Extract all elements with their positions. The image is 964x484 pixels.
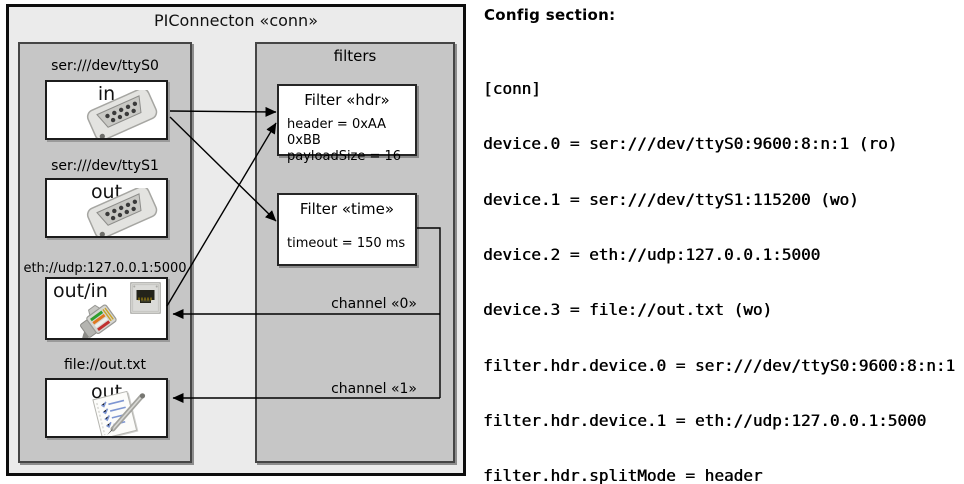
device-1-uri-label: ser:///dev/ttyS1 xyxy=(51,158,159,174)
device-3-box: out xyxy=(45,378,168,438)
filter-hdr-attr-header: header = 0xAA 0xBB xyxy=(287,117,387,148)
notepad-icon xyxy=(92,391,146,436)
filter-time-title: Filter «time» xyxy=(299,200,395,218)
device-2-port-name: out/in xyxy=(53,280,108,302)
filter-time-box: Filter «time» timeout = 150 ms xyxy=(277,193,417,266)
config-line: filter.hdr.device.1 = eth://udp:127.0.0.… xyxy=(483,411,927,431)
device-1-port-name: out xyxy=(90,181,123,203)
channel-1-label: channel «1» xyxy=(331,381,417,397)
config-line: device.3 = file://out.txt (wo) xyxy=(483,300,772,320)
config-section-heading: Config section: xyxy=(484,6,616,24)
ethernet-port-icon xyxy=(130,282,161,314)
filter-hdr-attr-payloadsize: payloadSize = 16 xyxy=(287,149,402,164)
device-1-box: out xyxy=(45,178,168,238)
filter-hdr-title: Filter «hdr» xyxy=(304,91,390,109)
channel-0-label: channel «0» xyxy=(331,296,417,312)
device-3-uri-label: file://out.txt xyxy=(63,357,147,373)
filters-panel-label: filters xyxy=(333,47,377,65)
config-line: [conn] xyxy=(483,78,541,98)
serial-connector-icon xyxy=(86,90,158,138)
ethernet-plug-icon xyxy=(80,304,117,338)
device-0-port-name: in xyxy=(97,83,116,105)
component-title: PIConnecton «conn» xyxy=(154,11,318,30)
filter-hdr-box: Filter «hdr» header = 0xAA 0xBB payloadS… xyxy=(277,84,417,164)
config-line: filter.hdr.splitMode = header xyxy=(483,466,763,484)
config-line: device.0 = ser:///dev/ttyS0:9600:8:n:1 (… xyxy=(483,134,898,154)
config-line: device.2 = eth://udp:127.0.0.1:5000 xyxy=(483,244,821,264)
serial-connector-icon xyxy=(86,188,158,236)
config-listing: [conn] device.0 = ser:///dev/ttyS0:9600:… xyxy=(483,43,964,484)
filter-time-attr-timeout: timeout = 150 ms xyxy=(287,236,406,251)
config-line: filter.hdr.device.0 = ser:///dev/ttyS0:9… xyxy=(483,355,956,375)
device-0-uri-label: ser:///dev/ttyS0 xyxy=(51,58,159,74)
device-2-uri-label: eth://udp:127.0.0.1:5000 xyxy=(23,261,187,276)
device-0-box: in xyxy=(45,80,168,140)
device-2-box: out/in xyxy=(45,277,168,340)
config-line: device.1 = ser:///dev/ttyS1:115200 (wo) xyxy=(483,189,859,209)
